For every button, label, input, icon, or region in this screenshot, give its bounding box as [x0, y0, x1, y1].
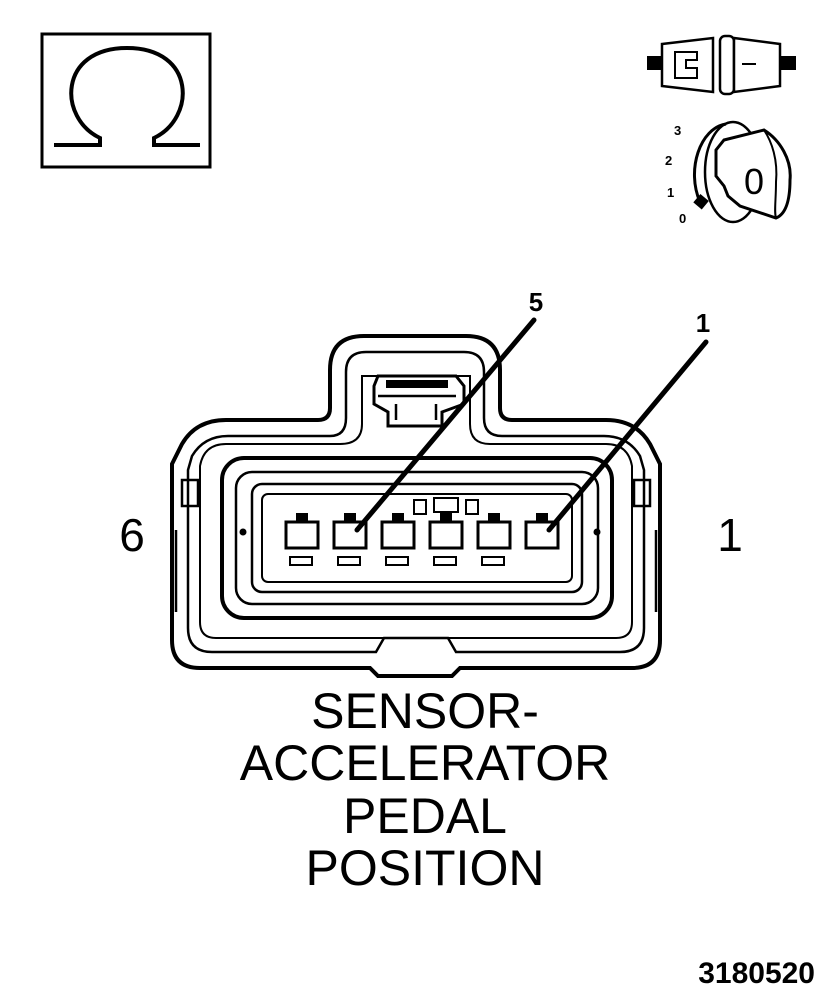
terminal-row — [284, 513, 560, 566]
ignition-scale-3: 3 — [674, 123, 681, 138]
ignition-scale-1: 1 — [667, 185, 674, 200]
ignition-key-icon: 3 2 1 0 0 — [665, 120, 792, 226]
callout-pin-1: 1 — [696, 308, 710, 338]
disconnected-connector-icon — [647, 34, 796, 96]
terminal-1 — [524, 513, 560, 550]
pin-number-left: 6 — [119, 509, 145, 561]
ignition-position-label: 0 — [744, 161, 764, 202]
leader-pin-5 — [354, 317, 537, 533]
figure-id: 3180520 — [698, 957, 815, 990]
title-line-3: PEDAL — [343, 788, 507, 844]
callout-leaders — [354, 317, 709, 533]
pin-number-right: 1 — [717, 509, 743, 561]
connector-title: SENSOR- ACCELERATOR PEDAL POSITION — [240, 683, 610, 896]
terminal-5 — [332, 513, 368, 566]
terminal-6 — [284, 513, 320, 566]
callout-pin-5: 5 — [529, 287, 543, 317]
ignition-scale-2: 2 — [665, 153, 672, 168]
terminal-3 — [428, 513, 464, 566]
leader-pin-1 — [546, 339, 709, 533]
ohm-symbol-icon — [40, 32, 212, 169]
terminal-2 — [476, 513, 512, 566]
title-line-1: SENSOR- — [311, 683, 539, 739]
terminal-4 — [380, 513, 416, 566]
connector-face — [170, 334, 662, 678]
title-line-4: POSITION — [306, 840, 545, 896]
ignition-scale-0: 0 — [679, 211, 686, 226]
title-line-2: ACCELERATOR — [240, 735, 610, 791]
